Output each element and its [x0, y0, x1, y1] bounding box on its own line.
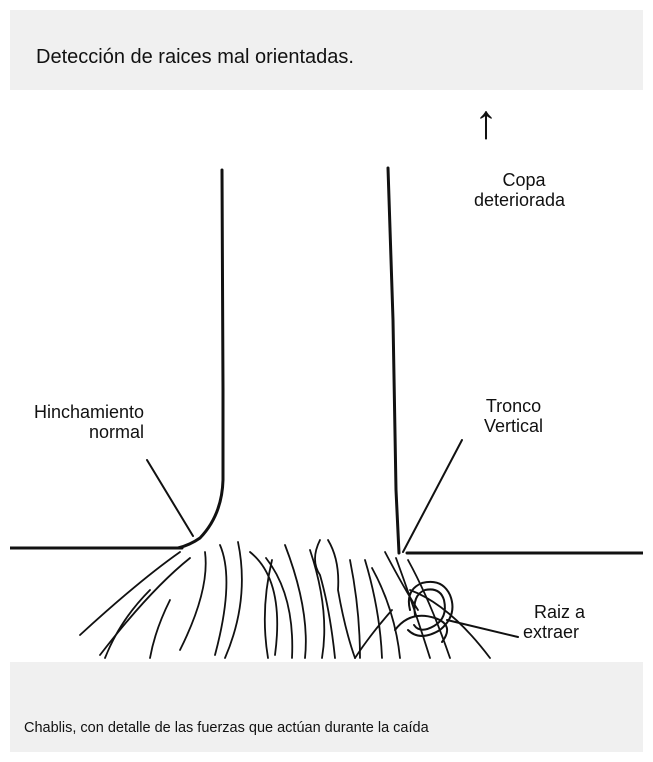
label-crown: Copa deteriorada [474, 170, 565, 210]
figure-title: Detección de raices mal orientadas. [36, 46, 354, 69]
trunk-left-edge [178, 170, 223, 548]
label-trunk-line1: Tronco [484, 396, 543, 416]
trunk-right-edge [388, 168, 399, 553]
label-swelling-line2: normal [34, 422, 144, 442]
figure-caption: Chablis, con detalle de las fuerzas que … [24, 720, 429, 736]
root-system [80, 540, 490, 658]
label-swelling: Hinchamiento normal [34, 402, 144, 442]
label-root-line2: extraer [523, 622, 585, 642]
circling-root [395, 582, 452, 642]
label-root-line1: Raiz a [523, 602, 585, 622]
label-swelling-line1: Hinchamiento [34, 402, 144, 422]
label-root: Raiz a extraer [523, 602, 585, 642]
label-trunk: Tronco Vertical [484, 396, 543, 436]
leader-swelling [147, 460, 193, 536]
label-crown-line2: deteriorada [474, 190, 565, 210]
label-crown-line1: Copa [474, 170, 565, 190]
label-trunk-line2: Vertical [484, 416, 543, 436]
up-arrow-icon: ↑ [474, 98, 498, 148]
leader-trunk [403, 440, 462, 552]
